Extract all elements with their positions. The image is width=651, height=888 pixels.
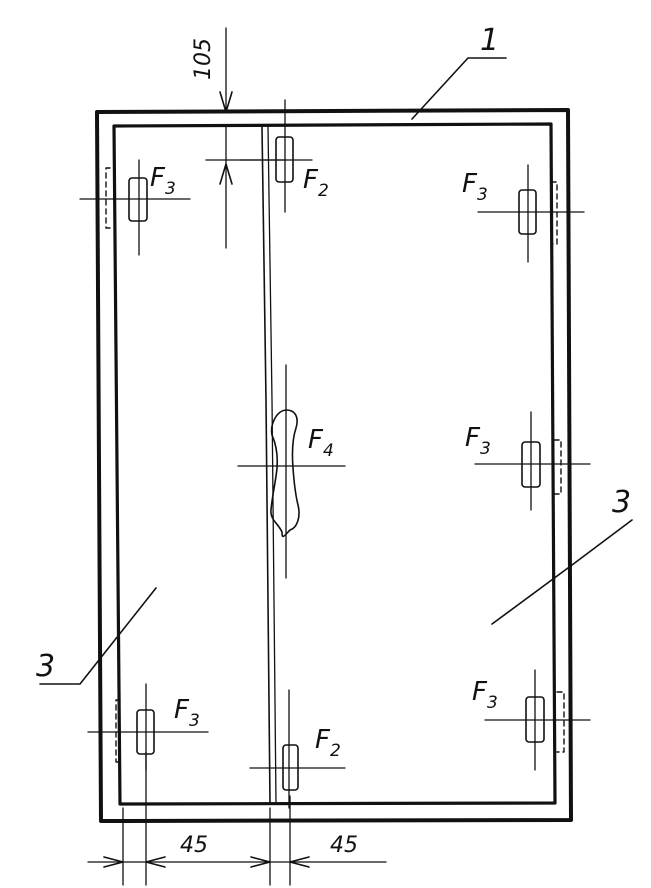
hinge-middle-right bbox=[474, 411, 591, 511]
leaf-right-label: 3 bbox=[612, 485, 631, 520]
dim-left-label: 45 bbox=[180, 833, 208, 858]
hinge-top-right bbox=[477, 164, 585, 263]
handle-label: F4 bbox=[308, 425, 334, 461]
handle bbox=[237, 364, 346, 579]
dim-right-label: 45 bbox=[330, 833, 358, 858]
outer-frame bbox=[95, 108, 573, 823]
hinge-label: F3 bbox=[150, 163, 176, 199]
center-mullion bbox=[261, 126, 271, 804]
leaf-left-leader bbox=[39, 587, 157, 685]
hinge-bottom-right bbox=[484, 669, 591, 771]
dimension-top bbox=[205, 27, 287, 249]
lock-label: F2 bbox=[315, 725, 341, 761]
hinge-label: F3 bbox=[174, 695, 200, 731]
frame-leader bbox=[411, 57, 507, 120]
inner-frame bbox=[112, 122, 557, 806]
leaf-right-leader bbox=[491, 519, 633, 625]
lock-bottom bbox=[249, 689, 346, 809]
dimension-bottom bbox=[87, 751, 387, 886]
lock-top bbox=[239, 99, 313, 213]
dim-top-label: 105 bbox=[191, 38, 216, 80]
hinge-label: F3 bbox=[472, 677, 498, 713]
hinge-top-left bbox=[79, 159, 191, 256]
hinge-bottom-left bbox=[87, 683, 209, 771]
hinge-label: F3 bbox=[462, 169, 488, 205]
hinge-label: F3 bbox=[465, 423, 491, 459]
center-mullion-2 bbox=[267, 126, 277, 804]
lock-label: F2 bbox=[303, 165, 329, 201]
leaf-left-label: 3 bbox=[36, 649, 55, 684]
frame-label: 1 bbox=[480, 23, 499, 58]
